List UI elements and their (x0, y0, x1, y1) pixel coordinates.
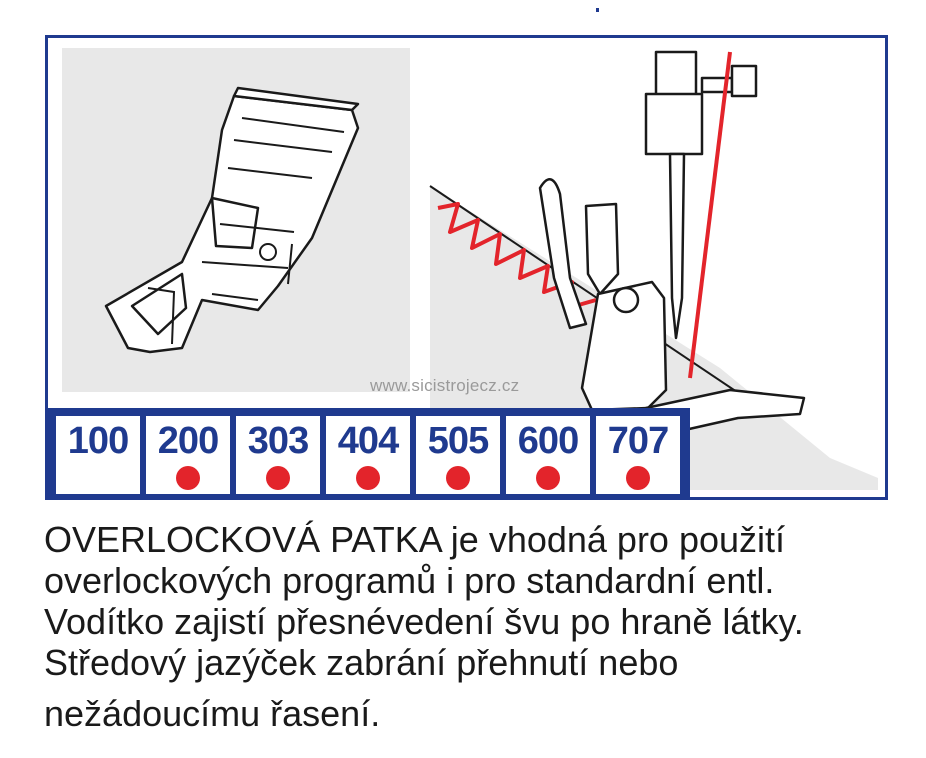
program-number: 404 (337, 420, 399, 462)
description-line: Vodítko zajistí přesnévedení švu po hran… (44, 601, 804, 642)
program-number: 200 (157, 420, 219, 462)
program-cell: 100 (56, 416, 140, 494)
program-cell: 404 (326, 416, 410, 494)
program-number: 505 (427, 420, 489, 462)
supported-dot (446, 466, 470, 490)
program-number: 303 (247, 420, 309, 462)
watermark: www.sicistrojecz.cz (370, 376, 520, 395)
program-table: 100 200 303 404 505 600 707 (48, 408, 690, 500)
supported-dot (356, 466, 380, 490)
presser-foot-illustration (62, 48, 410, 392)
supported-dot (626, 466, 650, 490)
supported-dot (176, 466, 200, 490)
description-line: overlockových programů i pro standardní … (44, 560, 775, 601)
overlock-foot-icon (104, 86, 360, 354)
program-cell: 600 (506, 416, 590, 494)
program-cell: 303 (236, 416, 320, 494)
supported-dot (536, 466, 560, 490)
description-text: OVERLOCKOVÁ PATKA je vhodná pro použití … (44, 519, 914, 734)
description-line: nežádoucímu řasení. (44, 693, 381, 734)
program-number: 600 (517, 420, 579, 462)
program-number: 100 (67, 420, 129, 462)
description-line: OVERLOCKOVÁ PATKA je vhodná pro použití (44, 519, 786, 560)
program-cell: 505 (416, 416, 500, 494)
program-number: 707 (607, 420, 669, 462)
top-mark (596, 8, 599, 12)
program-cell: 707 (596, 416, 680, 494)
program-cell: 200 (146, 416, 230, 494)
description-line: Středový jazýček zabrání přehnutí nebo (44, 642, 679, 683)
supported-dot (266, 466, 290, 490)
